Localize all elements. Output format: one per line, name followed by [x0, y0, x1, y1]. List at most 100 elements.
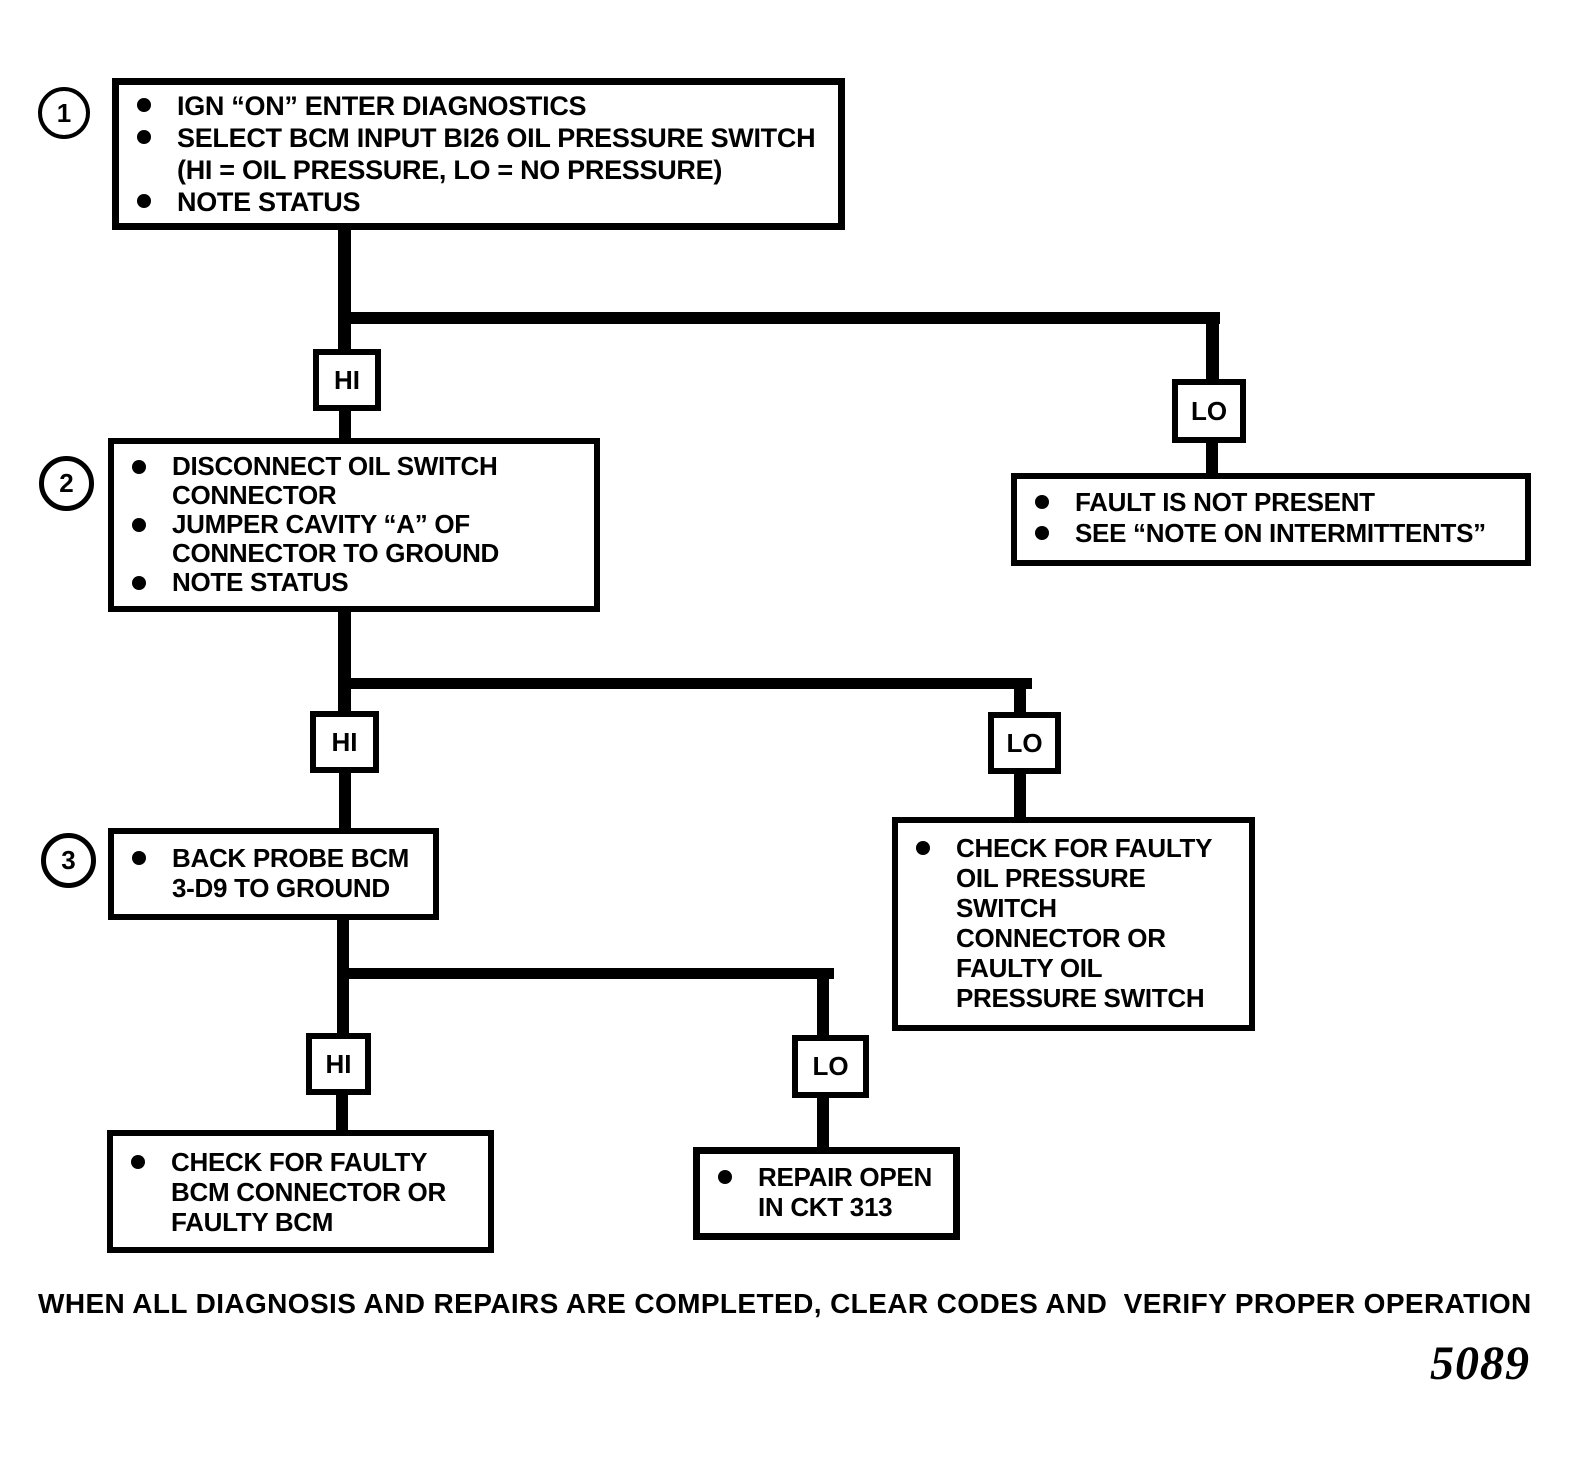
bullet-icon: [718, 1170, 732, 1184]
step1-box: IGN “ON” ENTER DIAGNOSTICS SELECT BCM IN…: [112, 78, 845, 230]
step1-text-2: SELECT BCM INPUT BI26 OIL PRESSURE SWITC…: [177, 123, 816, 153]
bullet-icon: [137, 194, 151, 208]
step2-text-4: CONNECTOR TO GROUND: [172, 538, 500, 568]
connector-branch2-lo-down: [1014, 684, 1026, 716]
step3-box: BACK PROBE BCM 3-D9 TO GROUND: [108, 828, 439, 920]
faulty-oil-switch-box: CHECK FOR FAULTY OIL PRESSURE SWITCH CON…: [892, 817, 1255, 1031]
step2-text-5: NOTE STATUS: [172, 567, 349, 597]
fault-text-2: SEE “NOTE ON INTERMITTENTS”: [1075, 518, 1486, 548]
bullet-icon: [132, 460, 146, 474]
step2-box: DISCONNECT OIL SWITCH CONNECTOR JUMPER C…: [108, 438, 600, 612]
bcm-text-1: CHECK FOR FAULTY: [171, 1147, 428, 1177]
oilswitch-text-5: FAULTY OIL: [956, 953, 1103, 983]
bcm-line-3: FAULTY BCM: [113, 1207, 488, 1237]
branch1-lo-label: LO: [1172, 379, 1246, 443]
oilswitch-text-3: SWITCH: [956, 893, 1057, 923]
connector-step1-down: [338, 226, 351, 355]
connector-lo2-to-switchbox: [1014, 768, 1026, 822]
step2-text-1: DISCONNECT OIL SWITCH: [172, 451, 498, 481]
lo-text: LO: [1006, 727, 1043, 758]
connector-branch2-horizontal: [338, 678, 1032, 689]
step2-line-4: CONNECTOR TO GROUND: [114, 539, 594, 568]
oilswitch-line-6: PRESSURE SWITCH: [898, 983, 1249, 1013]
oilswitch-line-4: CONNECTOR OR: [898, 923, 1249, 953]
connector-branch3-lo-down: [817, 974, 829, 1040]
step2-line-3: JUMPER CAVITY “A” OF: [114, 510, 594, 539]
hi-text: HI: [325, 1048, 352, 1079]
fault-line-1: FAULT IS NOT PRESENT: [1017, 487, 1525, 518]
oilswitch-text-2: OIL PRESSURE: [956, 863, 1146, 893]
step3-line-1: BACK PROBE BCM: [114, 843, 433, 873]
connector-branch3-horizontal: [337, 968, 834, 979]
bcm-line-1: CHECK FOR FAULTY: [113, 1147, 488, 1177]
bullet-icon: [132, 851, 146, 865]
step3-line-2: 3-D9 TO GROUND: [114, 873, 433, 903]
oilswitch-text-6: PRESSURE SWITCH: [956, 983, 1205, 1013]
bullet-icon: [1035, 495, 1049, 509]
bullet-icon: [132, 518, 146, 532]
fault-text-1: FAULT IS NOT PRESENT: [1075, 487, 1375, 517]
bullet-icon: [137, 98, 151, 112]
bcm-text-3: FAULTY BCM: [171, 1207, 334, 1237]
step1-text-4: NOTE STATUS: [177, 187, 361, 217]
repair-line-1: REPAIR OPEN: [700, 1162, 953, 1192]
repair-text-2: IN CKT 313: [758, 1192, 893, 1222]
step1-line-1: IGN “ON” ENTER DIAGNOSTICS: [119, 90, 838, 122]
step1-number: 1: [56, 97, 72, 128]
oilswitch-line-2: OIL PRESSURE: [898, 863, 1249, 893]
fault-line-2: SEE “NOTE ON INTERMITTENTS”: [1017, 518, 1525, 549]
branch3-lo-label: LO: [792, 1035, 869, 1098]
step3-number-badge: 3: [41, 833, 96, 888]
step2-line-1: DISCONNECT OIL SWITCH: [114, 452, 594, 481]
repair-open-box: REPAIR OPEN IN CKT 313: [693, 1147, 960, 1240]
branch2-lo-label: LO: [988, 712, 1061, 774]
bullet-icon: [137, 130, 151, 144]
step3-text-1: BACK PROBE BCM: [172, 843, 410, 873]
step1-line-4: NOTE STATUS: [119, 186, 838, 218]
step1-number-badge: 1: [38, 87, 90, 139]
connector-hi3-to-bcmbox: [336, 1090, 348, 1134]
oilswitch-line-1: CHECK FOR FAULTY: [898, 833, 1249, 863]
connector-hi2-to-step3: [339, 768, 351, 832]
repair-text-1: REPAIR OPEN: [758, 1162, 932, 1192]
step2-line-5: NOTE STATUS: [114, 568, 594, 597]
fault-not-present-box: FAULT IS NOT PRESENT SEE “NOTE ON INTERM…: [1011, 473, 1531, 566]
lo-text: LO: [812, 1051, 849, 1081]
step1-line-2: SELECT BCM INPUT BI26 OIL PRESSURE SWITC…: [119, 122, 838, 154]
branch3-hi-label: HI: [306, 1033, 371, 1095]
bullet-icon: [1035, 526, 1049, 540]
step1-text-1: IGN “ON” ENTER DIAGNOSTICS: [177, 91, 587, 121]
oilswitch-line-3: SWITCH: [898, 893, 1249, 923]
step2-line-2: CONNECTOR: [114, 481, 594, 510]
step1-text-3: (HI = OIL PRESSURE, LO = NO PRESSURE): [177, 155, 723, 185]
step3-number: 3: [61, 845, 76, 875]
connector-branch1-lo-down: [1206, 318, 1219, 384]
step2-number-badge: 2: [39, 456, 94, 511]
connector-branch1-horizontal: [338, 312, 1220, 324]
connector-lo1-to-fault: [1206, 438, 1218, 478]
branch2-hi-label: HI: [310, 711, 379, 773]
step2-number: 2: [59, 468, 74, 498]
step3-text-2: 3-D9 TO GROUND: [172, 873, 390, 903]
hi-text: HI: [331, 726, 358, 757]
step2-text-3: JUMPER CAVITY “A” OF: [172, 509, 470, 539]
connector-hi1-to-step2: [339, 406, 351, 444]
faulty-bcm-box: CHECK FOR FAULTY BCM CONNECTOR OR FAULTY…: [107, 1130, 494, 1253]
lo-text: LO: [1190, 395, 1228, 426]
connector-step2-down: [338, 608, 351, 716]
repair-line-2: IN CKT 313: [700, 1192, 953, 1222]
branch1-hi-label: HI: [313, 349, 381, 411]
hi-text: HI: [334, 364, 360, 395]
step1-line-3: (HI = OIL PRESSURE, LO = NO PRESSURE): [119, 154, 838, 186]
footer-note: WHEN ALL DIAGNOSIS AND REPAIRS ARE COMPL…: [38, 1288, 1532, 1319]
step2-text-2: CONNECTOR: [172, 480, 337, 510]
oilswitch-text-1: CHECK FOR FAULTY: [956, 833, 1213, 863]
connector-lo3-to-repairbox: [817, 1092, 829, 1150]
bullet-icon: [131, 1155, 145, 1169]
bcm-line-2: BCM CONNECTOR OR: [113, 1177, 488, 1207]
oilswitch-text-4: CONNECTOR OR: [956, 923, 1166, 953]
bullet-icon: [916, 841, 930, 855]
bcm-text-2: BCM CONNECTOR OR: [171, 1177, 446, 1207]
figure-number: 5089: [1430, 1337, 1530, 1390]
